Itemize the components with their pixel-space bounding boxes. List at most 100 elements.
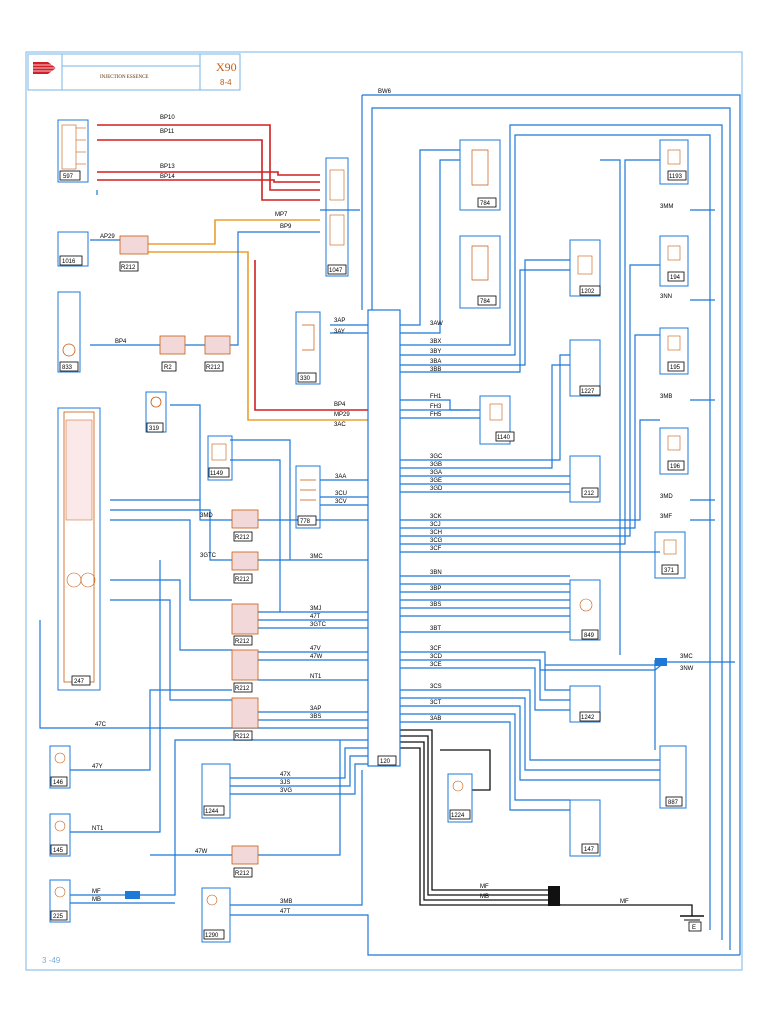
- component-R212: R212: [231, 845, 259, 878]
- svg-text:3MC: 3MC: [310, 554, 323, 560]
- svg-text:3MD: 3MD: [660, 494, 673, 500]
- svg-text:3CF: 3CF: [430, 546, 442, 552]
- page-number: 3 -49: [42, 956, 61, 965]
- component-R212: R212: [204, 335, 231, 372]
- component-R212: R212: [231, 603, 259, 646]
- svg-text:BP10: BP10: [160, 115, 175, 121]
- vehicle-code: X90: [216, 60, 237, 74]
- svg-text:3AP: 3AP: [334, 318, 345, 324]
- svg-text:3MC: 3MC: [680, 654, 693, 660]
- component-label: R212: [235, 871, 250, 877]
- svg-text:BW6: BW6: [378, 89, 392, 95]
- component-1242: 1242: [569, 685, 601, 723]
- component-1047: 1047: [325, 157, 349, 277]
- component-833: 833: [57, 291, 81, 373]
- component-195: 195: [659, 327, 689, 375]
- svg-text:FH3: FH3: [430, 404, 442, 410]
- component-1140: 1140: [479, 395, 515, 445]
- manufacturer-logo: [33, 62, 56, 74]
- svg-text:3NN: 3NN: [660, 294, 672, 300]
- svg-text:3GE: 3GE: [430, 478, 442, 484]
- svg-text:NT1: NT1: [310, 674, 322, 680]
- component-label: 1193: [669, 174, 683, 180]
- component-196: 196: [659, 427, 689, 475]
- svg-text:3GA: 3GA: [430, 470, 442, 476]
- svg-text:3JS: 3JS: [280, 780, 290, 786]
- component-label: 784: [480, 299, 491, 305]
- svg-text:3CD: 3CD: [430, 654, 443, 660]
- component-label: 196: [670, 464, 681, 470]
- component-319: 319: [145, 391, 167, 433]
- component-145: 145: [49, 813, 71, 857]
- svg-text:3CS: 3CS: [430, 684, 442, 690]
- svg-text:BP4: BP4: [334, 402, 346, 408]
- svg-text:3BS: 3BS: [430, 602, 441, 608]
- component-label: 849: [584, 633, 595, 639]
- component-label: 1242: [581, 715, 595, 721]
- svg-text:3AY: 3AY: [334, 329, 345, 335]
- svg-text:3MD: 3MD: [200, 513, 213, 519]
- svg-text:3AA: 3AA: [335, 474, 346, 480]
- component-1016: 1016: [57, 231, 89, 267]
- component-label: 1290: [205, 933, 219, 939]
- component-784: 784: [459, 235, 501, 309]
- component-1224: 1224: [447, 773, 473, 823]
- svg-text:3GD: 3GD: [430, 486, 443, 492]
- sheet-frame: [25, 51, 743, 971]
- component-1202: 1202: [569, 239, 601, 297]
- component-1290: 1290: [201, 887, 231, 943]
- component-label: 1227: [581, 389, 595, 395]
- svg-text:3AB: 3AB: [430, 716, 441, 722]
- component-label: 145: [53, 848, 64, 854]
- component-label: 778: [300, 519, 311, 525]
- component-R212: R212: [119, 235, 149, 272]
- svg-text:47X: 47X: [280, 772, 291, 778]
- component-R2: R2: [159, 335, 186, 372]
- component-1244: 1244: [201, 763, 231, 819]
- ground-symbol-icon: E: [680, 915, 704, 932]
- svg-text:BP13: BP13: [160, 164, 175, 170]
- component-label: 212: [584, 491, 595, 497]
- component-887: 887: [659, 745, 687, 809]
- component-label: 833: [62, 365, 73, 371]
- svg-text:3BS: 3BS: [310, 714, 321, 720]
- component-label: 1140: [497, 435, 511, 441]
- svg-text:3CG: 3CG: [430, 538, 443, 544]
- svg-text:3AC: 3AC: [334, 422, 346, 428]
- component-1193: 1193: [659, 139, 689, 185]
- svg-text:3CK: 3CK: [430, 514, 442, 520]
- component-label: R212: [235, 686, 250, 692]
- component-597: 597: [57, 119, 89, 183]
- svg-text:MP7: MP7: [275, 212, 288, 218]
- svg-text:3BX: 3BX: [430, 339, 441, 345]
- svg-text:BP11: BP11: [160, 129, 175, 135]
- svg-text:3BA: 3BA: [430, 359, 441, 365]
- component-label: 597: [63, 174, 74, 180]
- svg-text:3MF: 3MF: [660, 514, 672, 520]
- component-778: 778: [295, 465, 321, 529]
- component-R212: R212: [231, 509, 259, 542]
- component-label: 1149: [210, 471, 224, 477]
- svg-text:3MM: 3MM: [660, 204, 673, 210]
- svg-text:47W: 47W: [195, 849, 208, 855]
- component-330: 330: [295, 311, 321, 385]
- svg-text:MB: MB: [92, 897, 101, 903]
- wire-harness: [39, 94, 741, 956]
- svg-text:BP9: BP9: [280, 224, 292, 230]
- svg-text:3CV: 3CV: [335, 499, 347, 505]
- diagram-subcode: 8-4: [220, 78, 232, 87]
- component-label: 887: [668, 800, 679, 806]
- component-R212: R212: [231, 649, 259, 693]
- svg-text:47V: 47V: [310, 646, 321, 652]
- svg-text:3MJ: 3MJ: [310, 606, 321, 612]
- component-label: 247: [74, 679, 85, 685]
- svg-text:3CF: 3CF: [430, 646, 442, 652]
- svg-text:3CE: 3CE: [430, 662, 442, 668]
- svg-text:3BP: 3BP: [430, 586, 441, 592]
- svg-text:3AP: 3AP: [310, 706, 321, 712]
- component-label: 1047: [329, 268, 343, 274]
- svg-text:3BT: 3BT: [430, 626, 441, 632]
- svg-text:3CT: 3CT: [430, 700, 442, 706]
- component-146: 146: [49, 745, 71, 789]
- component-212: 212: [569, 455, 601, 503]
